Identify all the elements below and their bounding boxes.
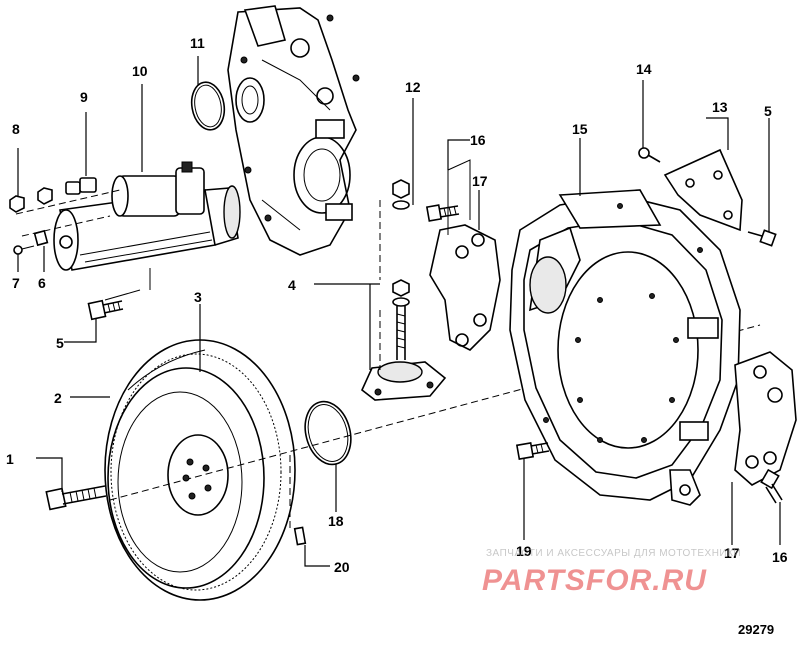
starter-bolt — [87, 299, 124, 321]
callout-17-lower: 17 — [724, 545, 740, 561]
leader-lines — [17, 56, 781, 567]
front-cover-housing — [227, 5, 360, 256]
mount-bracket-upper — [429, 159, 501, 351]
callout-8: 8 — [12, 121, 20, 137]
callout-13: 13 — [712, 99, 728, 115]
callout-3: 3 — [194, 289, 202, 305]
callout-9: 9 — [80, 89, 88, 105]
bracket-bolt-16-upper — [425, 204, 460, 222]
bracket-bolt-5-right — [747, 229, 777, 247]
callout-6: 6 — [38, 275, 46, 291]
starter-motor — [53, 161, 241, 301]
figure-number: 29279 — [738, 622, 774, 637]
callout-15: 15 — [572, 121, 588, 137]
callout-14: 14 — [636, 61, 652, 77]
flywheel — [104, 339, 296, 601]
callout-1: 1 — [6, 451, 14, 467]
callout-7: 7 — [12, 275, 20, 291]
callout-12: 12 — [405, 79, 421, 95]
watermark: ЗАПЧАСТИ И АКСЕССУАРЫ ДЛЯ МОТОТЕХНИКИ PA… — [482, 548, 741, 597]
callout-17-upper: 17 — [472, 173, 488, 189]
dowel-pin — [293, 526, 307, 546]
callout-11: 11 — [190, 35, 205, 51]
callout-18: 18 — [328, 513, 344, 529]
bracket-bolt-16-lower — [760, 468, 783, 504]
callout-5-right: 5 — [764, 103, 772, 119]
callout-16-lower: 16 — [772, 549, 788, 565]
watermark-logo: PARTSFOR.RU — [482, 564, 707, 597]
screw-7 — [13, 245, 35, 255]
callout-16-upper: 16 — [470, 132, 486, 148]
engine-mount-assembly — [361, 179, 447, 401]
callout-labels: 1 2 3 4 5 5 6 7 8 9 10 11 12 13 14 15 16… — [6, 35, 788, 575]
watermark-caption: ЗАПЧАСТИ И АКСЕССУАРЫ ДЛЯ МОТОТЕХНИКИ — [486, 548, 741, 559]
washer-6 — [33, 229, 49, 247]
o-ring-18 — [304, 400, 352, 466]
callout-20: 20 — [334, 559, 350, 575]
o-ring-11 — [190, 81, 226, 131]
callout-10: 10 — [132, 63, 148, 79]
callout-5-left: 5 — [56, 335, 64, 351]
callout-2: 2 — [54, 390, 62, 406]
callout-19: 19 — [516, 543, 532, 559]
flywheel-housing — [509, 189, 741, 506]
center-axis-line — [109, 324, 761, 501]
flywheel-bolt — [45, 485, 107, 511]
bracket-13 — [663, 148, 743, 232]
screw-14 — [638, 147, 661, 163]
callout-4: 4 — [288, 277, 296, 293]
mount-bracket-lower — [734, 351, 797, 486]
housing-bolt-19 — [515, 441, 550, 461]
